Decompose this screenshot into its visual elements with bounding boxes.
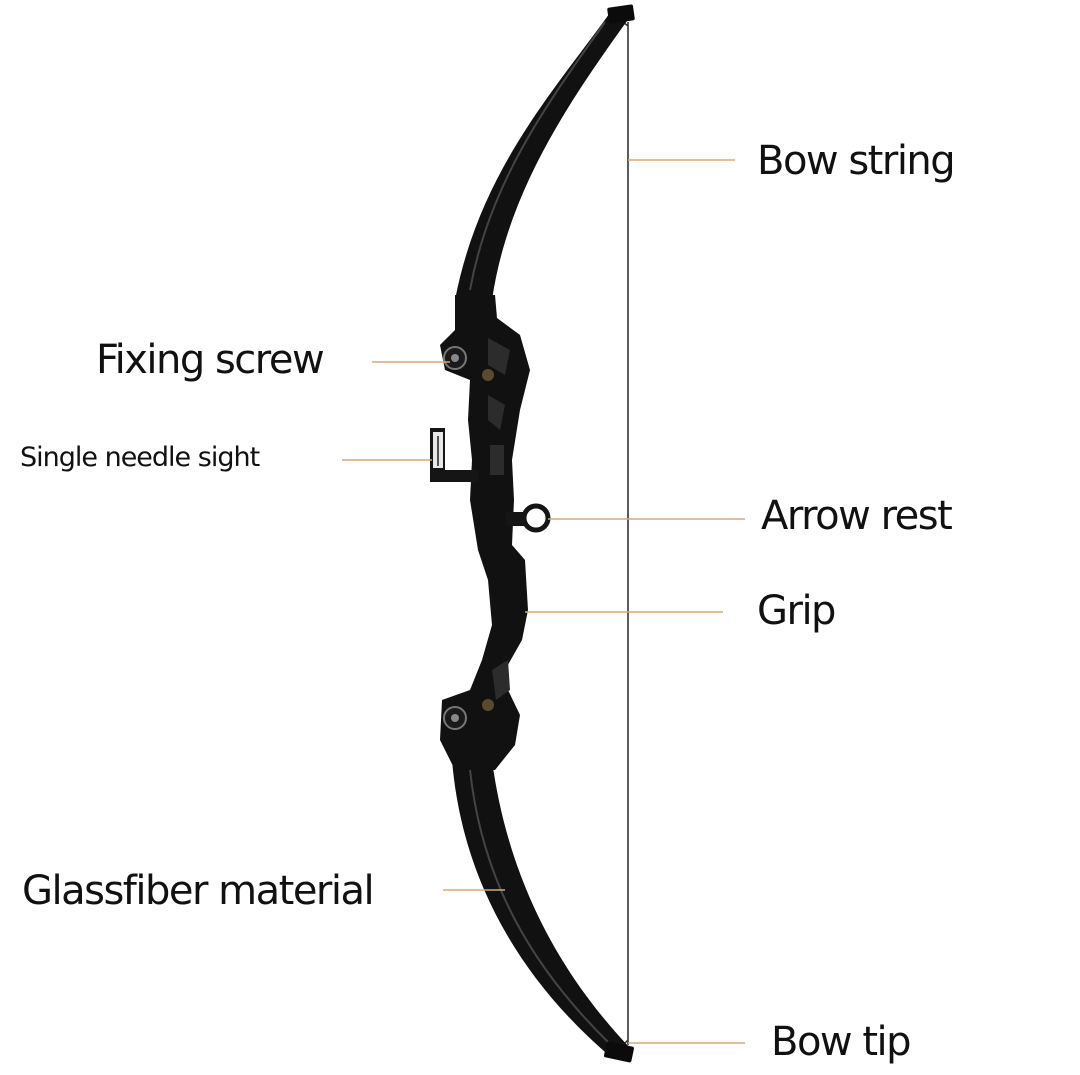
arrow-rest-ring [521, 503, 551, 533]
riser-cutout [490, 445, 504, 475]
fixing-screw-lower-center [451, 714, 459, 722]
grip-label: Grip [757, 588, 836, 634]
lower-limb [452, 760, 632, 1058]
riser-cutout [488, 395, 505, 430]
single-needle-sight-label: Single needle sight [20, 442, 260, 473]
riser [440, 295, 530, 770]
riser-cutout [492, 660, 510, 700]
glassfiber-material-label: Glassfiber material [22, 868, 375, 914]
arrow-rest-hole [532, 514, 540, 522]
riser-bolt [482, 699, 494, 711]
bottom-tip-cap [604, 1041, 634, 1063]
upper-limb-highlight [469, 21, 606, 291]
bow-string-label: Bow string [757, 138, 956, 184]
bow-tip-label: Bow tip [771, 1019, 912, 1065]
riser-bolt [482, 369, 494, 381]
arrow-rest-label: Arrow rest [761, 493, 953, 539]
fixing-screw-label: Fixing screw [96, 337, 325, 383]
riser-cutout [488, 338, 510, 375]
lower-limb-highlight [469, 769, 609, 1043]
top-tip-cap [607, 4, 635, 24]
upper-limb [455, 10, 632, 300]
arrow-rest-mount [506, 512, 524, 526]
fixing-screw-upper-center [451, 354, 459, 362]
